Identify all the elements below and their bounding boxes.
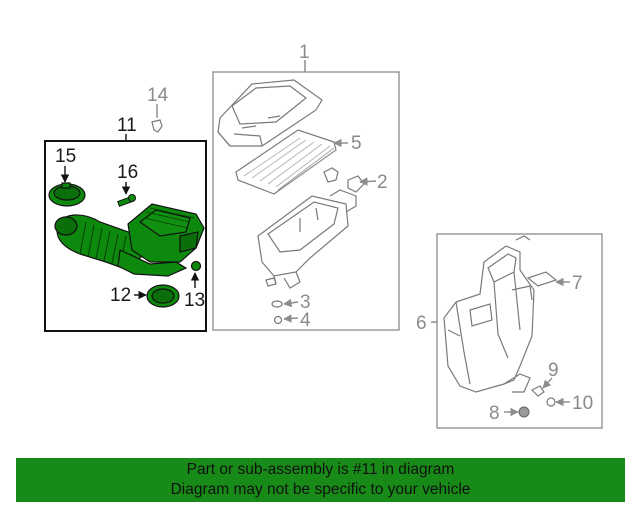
group-11-duct-assembly: 11 15 16: [44, 115, 207, 332]
callout-2: 2: [377, 172, 388, 193]
leader-3: [283, 298, 299, 308]
callout-5: 5: [351, 133, 362, 154]
group-11-box: [44, 140, 207, 332]
leader-4: [283, 314, 299, 323]
part-9: [530, 385, 545, 397]
callout-11: 11: [117, 115, 137, 136]
leader-9: [542, 377, 553, 389]
part-7: [526, 271, 558, 287]
clip-14: [151, 119, 163, 133]
group-1-box: [212, 71, 400, 331]
callout-7: 7: [572, 273, 583, 294]
callout-10: 10: [572, 393, 593, 414]
leader-2: [359, 177, 377, 186]
part-8: [518, 406, 530, 418]
callout-9: 9: [548, 360, 559, 381]
group-1-air-cleaner: 1 5 2 3 4: [212, 42, 400, 331]
callout-1: 1: [299, 42, 310, 63]
callout-13: 13: [184, 290, 205, 311]
group-14-clip: 14: [147, 85, 169, 133]
callout-15: 15: [55, 146, 76, 167]
clamp-12: [146, 284, 180, 308]
diagram-note-banner: Part or sub-assembly is #11 in diagram D…: [16, 458, 625, 502]
resonator-box: [127, 203, 205, 263]
part-10: [546, 397, 556, 407]
note-line-1: Part or sub-assembly is #11 in diagram: [186, 461, 455, 478]
callout-14: 14: [147, 85, 169, 106]
callout-3: 3: [300, 292, 311, 313]
group-6-lower-housing: 6 7 9 8 10: [416, 233, 603, 429]
note-line-2: Diagram may not be specific to your vehi…: [170, 481, 471, 498]
housing-lower: [257, 189, 357, 289]
housing-cover: [217, 79, 323, 147]
intake-duct: [54, 214, 188, 277]
callout-6: 6: [416, 313, 427, 334]
small-parts: [265, 167, 365, 325]
callout-12: 12: [110, 285, 131, 306]
clamp-15: [48, 182, 86, 207]
callout-16: 16: [117, 162, 138, 183]
group-6-box: [436, 233, 603, 429]
grommet-13: [190, 260, 202, 272]
callout-8: 8: [489, 403, 500, 424]
callout-4: 4: [300, 310, 311, 331]
lower-housing-part: [443, 235, 535, 393]
bolt-16: [117, 194, 136, 207]
